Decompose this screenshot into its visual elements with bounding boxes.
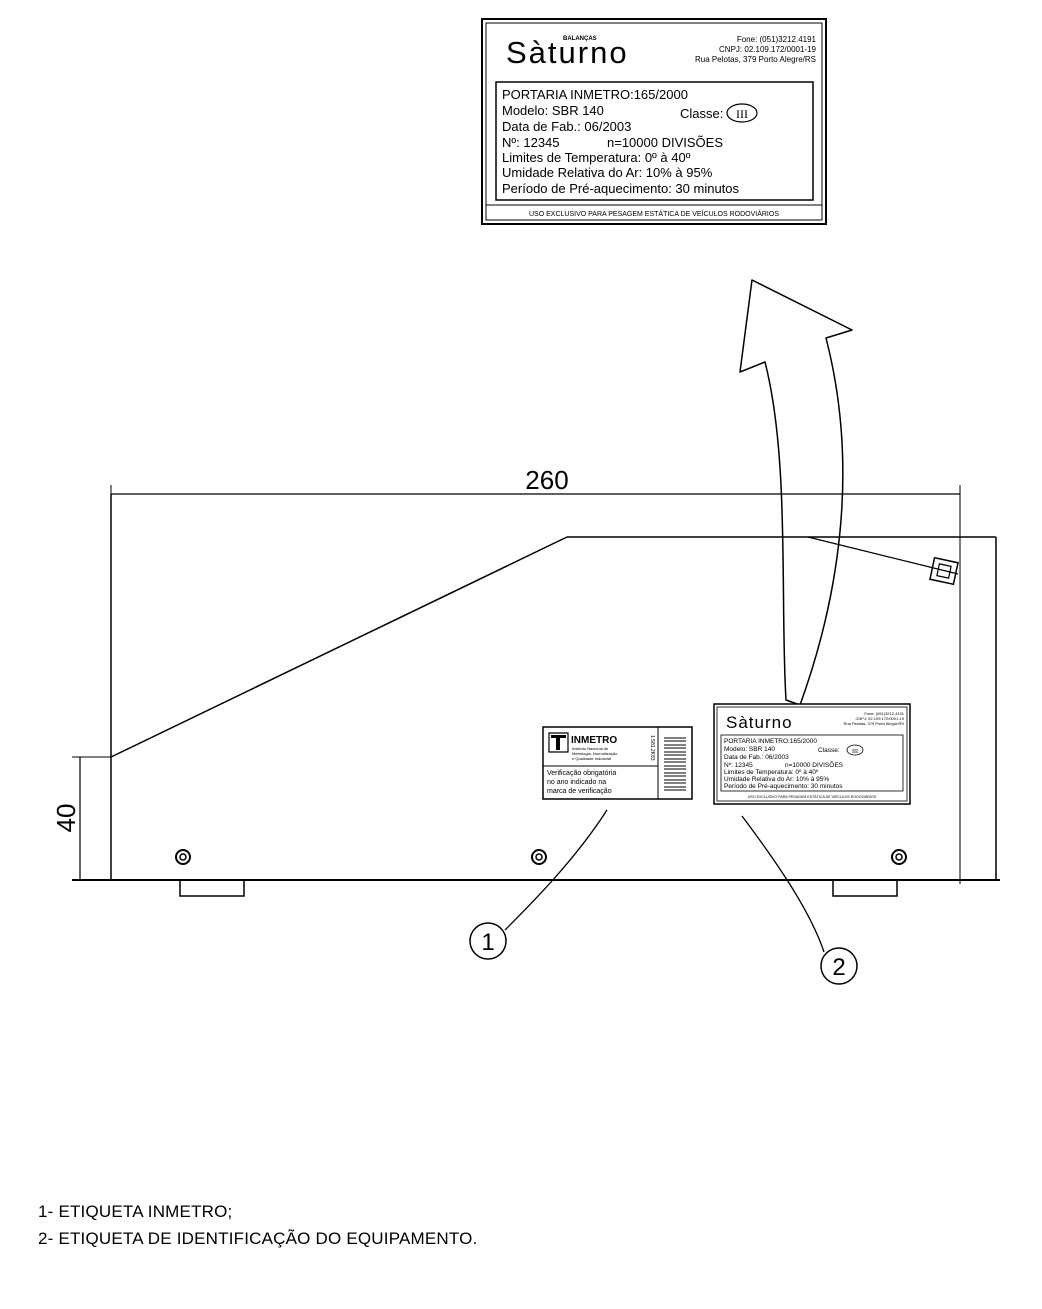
screw [175, 849, 191, 865]
label-line: Data de Fab.: 06/2003 [502, 119, 631, 134]
label-line: Limites de Temperatura: 0º à 40º [502, 150, 691, 165]
inmetro-label: INMETRO Instituto Nacional de Metrologia… [542, 726, 693, 800]
inmetro-subtitle: e Qualidade Industrial [572, 756, 611, 761]
inmetro-text: marca de verificação [547, 788, 612, 795]
barcode [664, 737, 686, 791]
label-classe: Classe: [680, 106, 723, 121]
screw [891, 849, 907, 865]
inmetro-text: no ano indicado na [547, 779, 606, 786]
small-line: PORTARIA INMETRO:165/2000 [724, 738, 817, 745]
dimension-width-value: 260 [525, 465, 568, 495]
small-classe-value: III [852, 749, 858, 755]
small-line: Umidade Relativa do Ar: 10% à 95% [724, 776, 829, 783]
leader-line-1 [504, 809, 608, 931]
small-footer: USO EXCLUSIVO PARA PESAGEM ESTÁTICA DE V… [748, 795, 877, 799]
label-line: PORTARIA INMETRO:165/2000 [502, 87, 688, 102]
small-line: Período de Pré-aquecimento: 30 minutos [724, 783, 843, 790]
label-phone: Fone: (051)3212.4191 [737, 35, 817, 44]
label-line: Modelo: SBR 140 [502, 103, 604, 118]
legend-item-2: 2- ETIQUETA DE IDENTIFICAÇÃO DO EQUIPAME… [38, 1229, 478, 1248]
screw [531, 849, 547, 865]
dimension-height: 40 [51, 756, 111, 880]
foot-left [179, 879, 245, 897]
identification-label-small: Sàturno Fone: (051)3212.4191 CNPJ: 02.10… [713, 703, 911, 805]
brand-tag: BALANÇAS [563, 36, 597, 42]
small-line: Limites de Temperatura: 0º à 40º [724, 769, 819, 776]
label-footer: USO EXCLUSIVO PARA PESAGEM ESTÁTICA DE V… [529, 209, 779, 218]
classe-oval [726, 103, 758, 123]
label-divisoes: n=10000 DIVISÕES [607, 135, 723, 150]
label-cnpj: CNPJ: 02.109.172/0001-19 [719, 45, 817, 54]
callout-1: 1 [469, 922, 507, 960]
leader-line-2 [741, 815, 825, 953]
small-line: Data de Fab.: 06/2003 [724, 754, 789, 761]
small-divisoes: n=10000 DIVISÕES [785, 760, 844, 769]
inmetro-title: INMETRO [571, 735, 617, 746]
inmetro-code: 1.581.2K83 [649, 735, 655, 761]
small-line: Nº: 12345 [724, 762, 753, 769]
inmetro-text: Verificação obrigatória [547, 770, 616, 777]
small-line: Modelo: SBR 140 [724, 746, 775, 753]
label-line: Nº: 12345 [502, 135, 560, 150]
connector [929, 556, 959, 586]
curved-arrow [739, 279, 853, 706]
small-address: Rua Pelotas, 379 Porto Alegre/RS [844, 721, 905, 726]
label-address: Rua Pelotas, 379 Porto Alegre/RS [695, 55, 816, 64]
identification-label-large: Sàturno BALANÇAS Fone: (051)3212.4191 CN… [481, 18, 827, 225]
brand-logo-text: Sàturno [506, 35, 629, 70]
dimension-height-value: 40 [51, 804, 81, 833]
small-phone: Fone: (051)3212.4191 [864, 711, 904, 716]
inmetro-subtitle: Instituto Nacional de [572, 746, 609, 751]
label-classe-value: III [736, 107, 748, 121]
callout-2: 2 [820, 947, 858, 985]
small-brand: Sàturno [726, 713, 793, 732]
foot-right [832, 879, 898, 897]
legend-item-1: 1- ETIQUETA INMETRO; [38, 1202, 233, 1221]
small-cnpj: CNPJ: 02.109.172/0001-19 [856, 716, 905, 721]
label-line: Umidade Relativa do Ar: 10% à 95% [502, 165, 713, 180]
inmetro-subtitle: Metrologia, Normalização [572, 751, 618, 756]
small-classe: Classe: [818, 747, 840, 754]
callout-1-number: 1 [481, 929, 494, 956]
callout-2-number: 2 [832, 954, 845, 981]
label-line: Período de Pré-aquecimento: 30 minutos [502, 181, 740, 196]
equipment-side-view [72, 494, 1000, 897]
